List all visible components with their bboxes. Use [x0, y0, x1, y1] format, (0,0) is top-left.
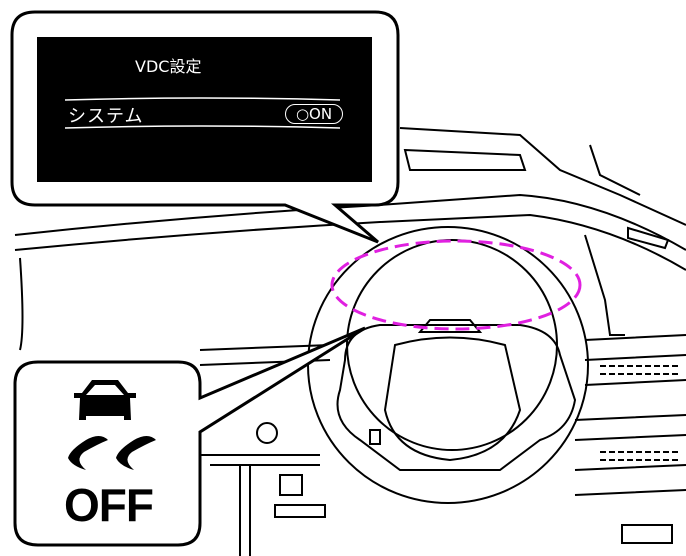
- dashboard: [14, 127, 686, 556]
- steering-wheel: [307, 226, 589, 504]
- off-label: OFF: [64, 479, 154, 531]
- vdc-off-icon: [68, 380, 156, 470]
- display-screen: [37, 37, 372, 182]
- highlight-ellipse: [330, 239, 582, 331]
- system-state-toggle: ○ON: [285, 104, 343, 124]
- display-title: VDC設定: [135, 57, 202, 76]
- system-label: システム: [68, 106, 144, 127]
